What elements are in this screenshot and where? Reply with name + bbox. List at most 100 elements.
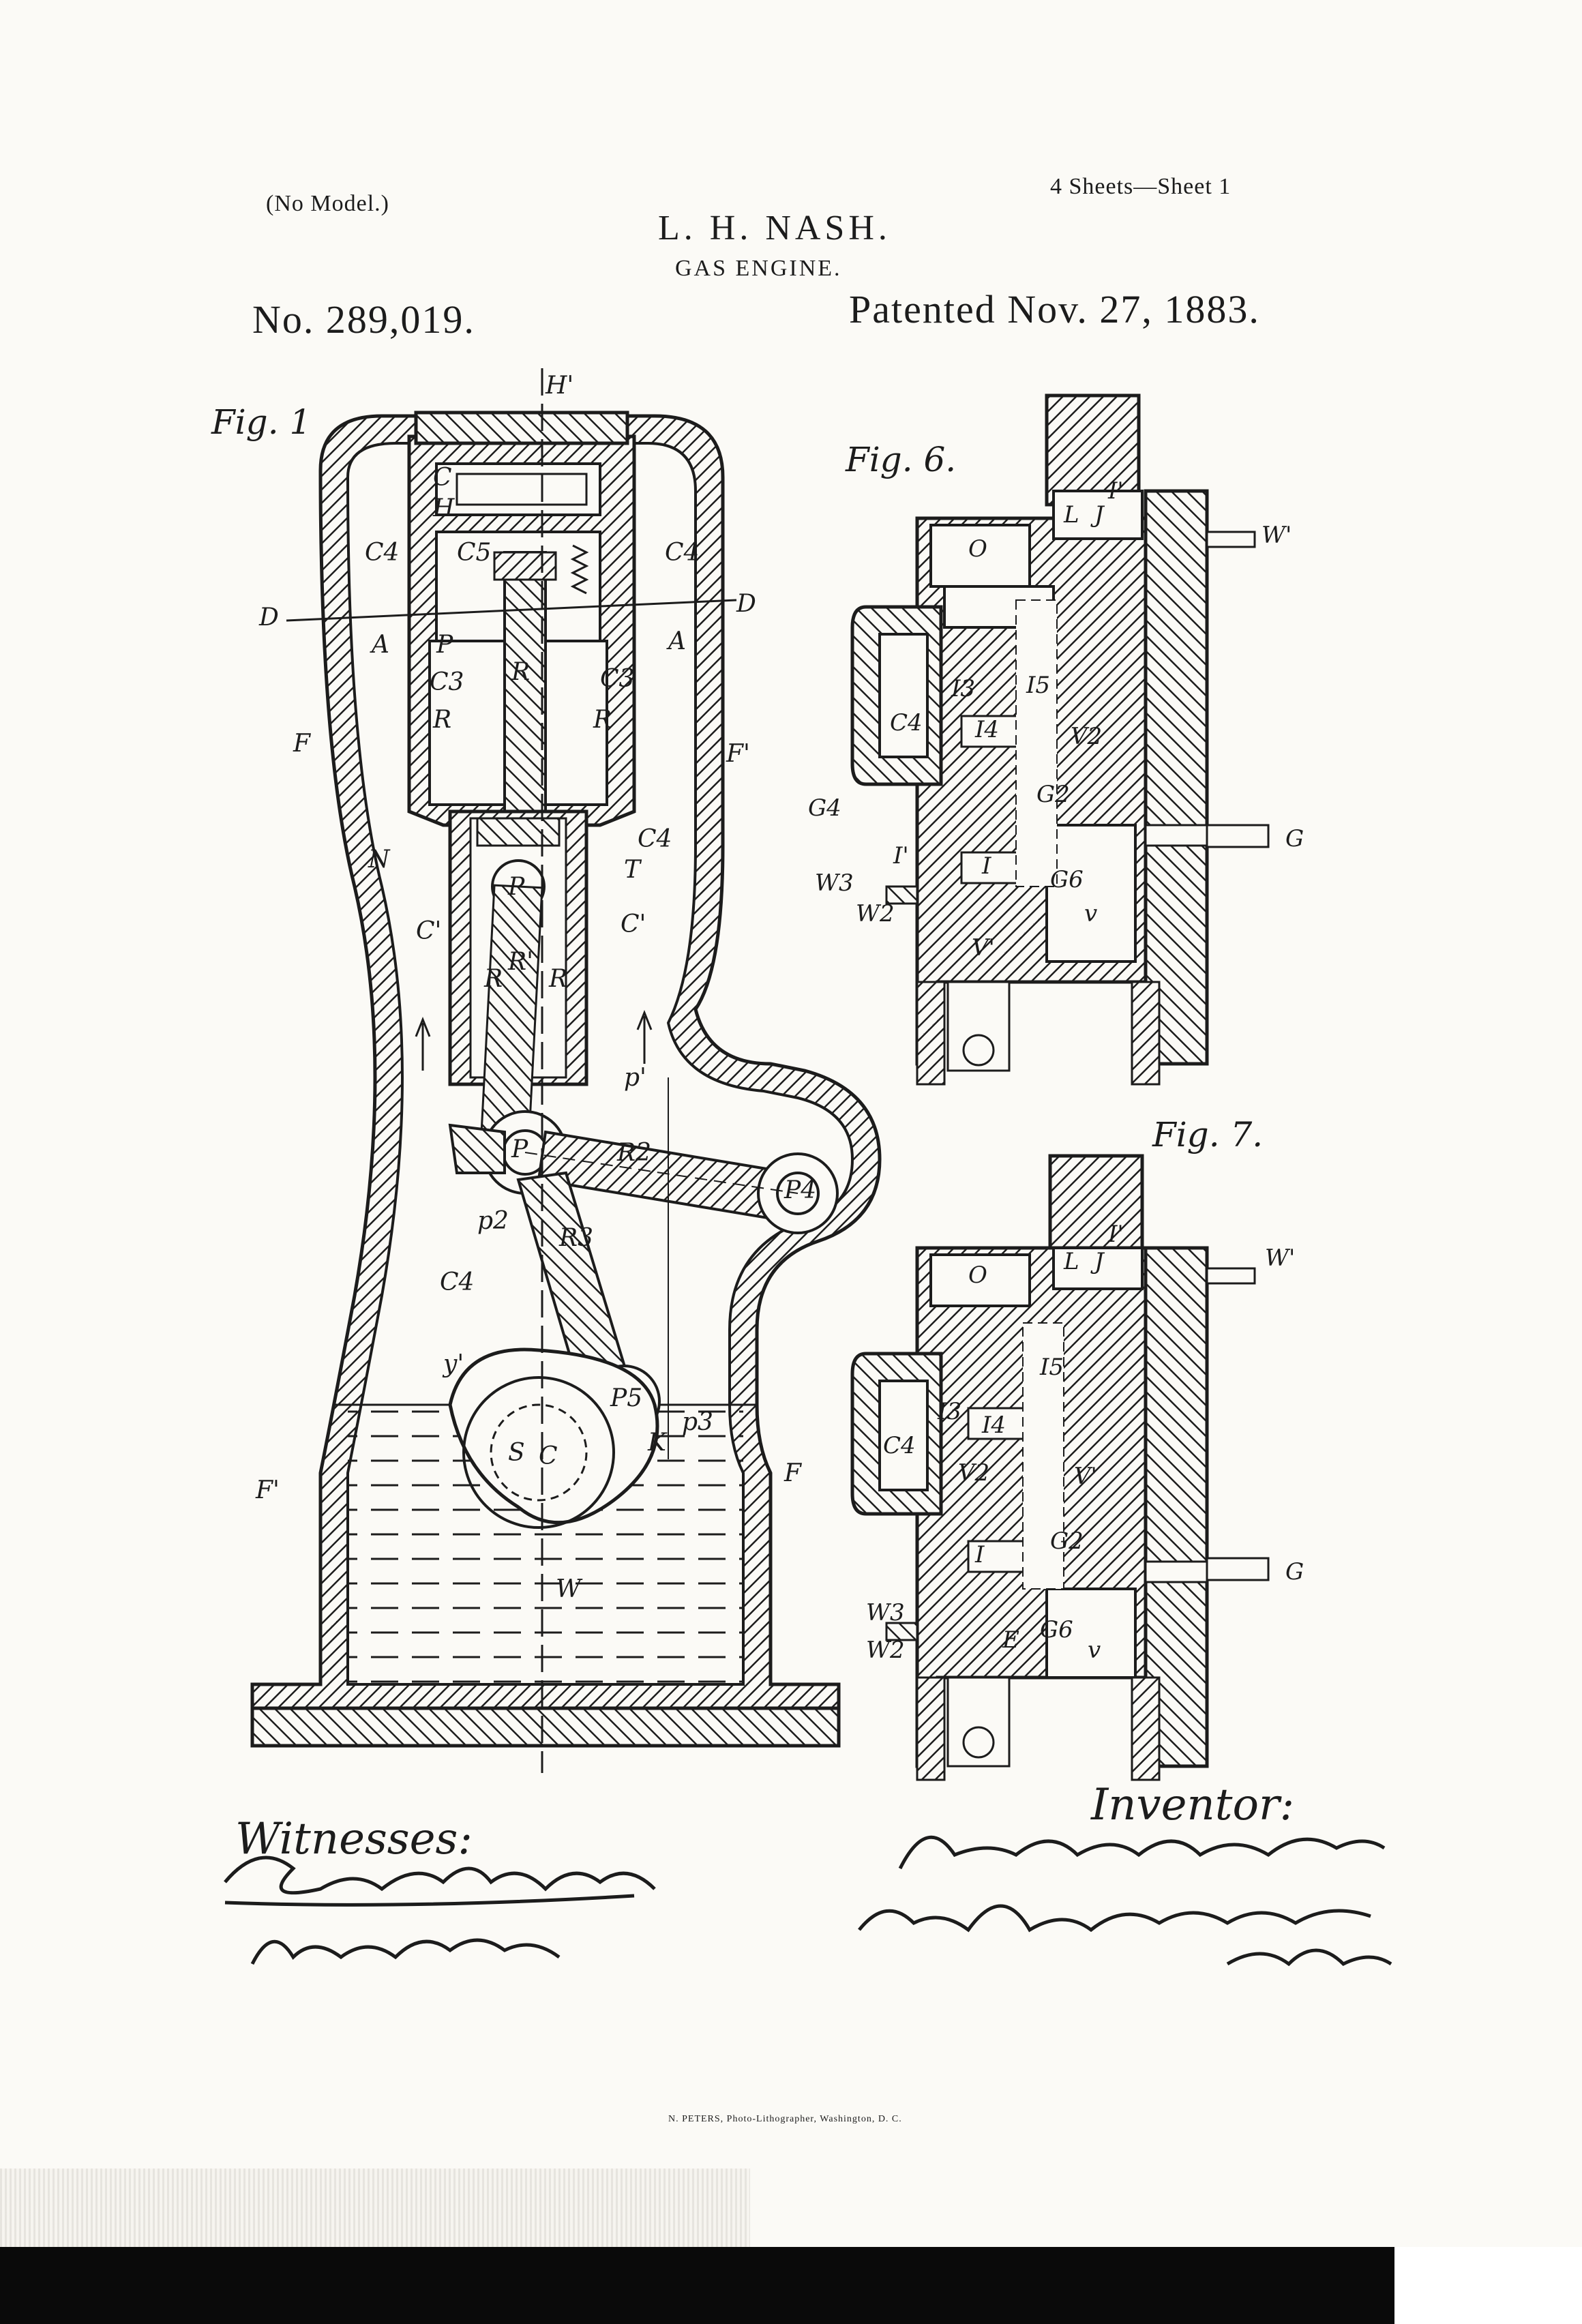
head-cap: [414, 411, 629, 445]
ref-letter: P5: [610, 1384, 643, 1412]
lithographer-credit: N. PETERS, Photo-Lithographer, Washingto…: [668, 2114, 902, 2124]
fig6-label: Fig. 6.: [846, 440, 957, 479]
ref-letter: p': [624, 1064, 646, 1092]
ref-letter: C5: [457, 539, 492, 567]
ref-letter: W': [1262, 522, 1292, 549]
ref-letter: C3: [600, 665, 635, 693]
ref-letter: P4: [784, 1176, 817, 1204]
ref-letter: I': [893, 842, 909, 869]
no-model-note: (No Model.): [266, 191, 389, 216]
ref-letter: G: [1285, 1558, 1304, 1585]
ref-letter: C4: [883, 1432, 916, 1459]
ref-letter: R3: [559, 1224, 594, 1252]
ref-letter: H: [433, 494, 455, 522]
ref-letter: I4: [975, 716, 1000, 743]
ref-letter: P: [508, 873, 525, 901]
ref-letter: C4: [665, 539, 700, 567]
ref-letter: y': [443, 1350, 464, 1378]
ref-letter: C4: [638, 825, 672, 853]
patent-number: No. 289,019.: [252, 297, 475, 342]
ref-letter: v: [1088, 1637, 1101, 1664]
ref-letter: V': [1074, 1463, 1097, 1490]
inventor-signatures: [858, 1835, 1392, 1967]
witness-signatures: [224, 1856, 656, 1965]
ref-letter: W3: [815, 869, 854, 897]
ref-letter: I5: [1026, 672, 1051, 699]
ref-letter: G: [1285, 825, 1304, 852]
ref-letter: K: [648, 1429, 666, 1457]
ref-letter: N: [368, 846, 390, 874]
ref-letter: R: [593, 706, 612, 734]
scan-black-border: [0, 2247, 1394, 2324]
cam: [448, 1347, 659, 1525]
ref-letter: V2: [958, 1459, 990, 1487]
ref-letter: G2: [1036, 781, 1070, 808]
ref-letter: C: [433, 464, 452, 492]
ref-letter: I5: [1040, 1354, 1064, 1381]
ref-letter: O: [968, 535, 987, 563]
ref-letter: G2: [1050, 1528, 1084, 1555]
ref-letter: R: [549, 965, 568, 993]
ref-letter: H': [546, 372, 574, 400]
ref-letter: C4: [890, 709, 923, 736]
ref-letter: V2: [1071, 723, 1103, 750]
invention-title: GAS ENGINE.: [675, 256, 842, 281]
ref-letter: S: [508, 1439, 525, 1467]
base-plate: [250, 1706, 841, 1748]
ref-letter: W: [556, 1575, 582, 1603]
ref-letter: I3: [951, 675, 976, 702]
ref-letter: C: [539, 1442, 558, 1470]
ref-letter: C4: [365, 539, 400, 567]
scan-margin: [1394, 2247, 1582, 2324]
ref-letter: R: [511, 658, 531, 686]
sheet-count: 4 Sheets—Sheet 1: [1050, 174, 1232, 199]
ref-letter: A: [372, 631, 389, 659]
ref-letter: I: [975, 1541, 985, 1568]
ref-letter: I: [982, 852, 991, 880]
ref-letter: G6: [1050, 866, 1084, 893]
ref-letter: C4: [440, 1268, 475, 1296]
figure-6: [850, 393, 1270, 1086]
witnesses-label: Witnesses:: [235, 1814, 473, 1864]
ref-letter: D: [736, 590, 756, 618]
figure-7: [850, 1154, 1270, 1781]
ref-letter: L: [1064, 1248, 1079, 1275]
ref-letter: v: [1084, 900, 1098, 927]
ref-letter: D: [259, 604, 279, 631]
ref-letter: L: [1064, 501, 1079, 528]
ref-letter: W': [1265, 1245, 1296, 1272]
ref-letter: O: [968, 1262, 987, 1289]
ref-letter: C': [621, 910, 646, 938]
ref-letter: G6: [1040, 1616, 1073, 1643]
ref-letter: P: [436, 631, 453, 659]
ref-letter: I3: [938, 1398, 962, 1425]
ref-letter: A: [668, 627, 686, 655]
ref-letter: C3: [430, 668, 464, 696]
fig1-label: Fig. 1: [211, 402, 312, 442]
ref-letter: R: [484, 965, 503, 993]
ref-letter: E: [1002, 1626, 1019, 1654]
inventor-label: Inventor:: [1091, 1780, 1295, 1830]
ref-letter: W2: [856, 900, 895, 927]
ref-letter: T: [624, 856, 641, 884]
ref-letter: J: [1094, 501, 1104, 528]
ref-letter: F: [784, 1459, 801, 1487]
ref-letter: C': [416, 917, 442, 945]
ref-letter: V': [972, 934, 995, 962]
ref-letter: W3: [866, 1599, 905, 1626]
patented-date: Patented Nov. 27, 1883.: [849, 287, 1260, 331]
ref-letter: R: [433, 706, 452, 734]
inventor-name-heading: L. H. NASH.: [658, 209, 891, 248]
ref-letter: R': [508, 948, 534, 976]
ref-letter: F': [256, 1476, 280, 1504]
ref-letter: I': [1108, 477, 1124, 505]
scan-edge-noise: [0, 2169, 750, 2247]
ref-letter: I': [1108, 1221, 1124, 1248]
ref-letter: G4: [808, 794, 841, 822]
ref-letter: F: [293, 730, 310, 758]
ref-letter: J: [1094, 1248, 1104, 1275]
fig7-label: Fig. 7.: [1152, 1115, 1264, 1154]
ref-letter: R2: [617, 1139, 652, 1167]
ref-letter: p2: [477, 1207, 509, 1235]
